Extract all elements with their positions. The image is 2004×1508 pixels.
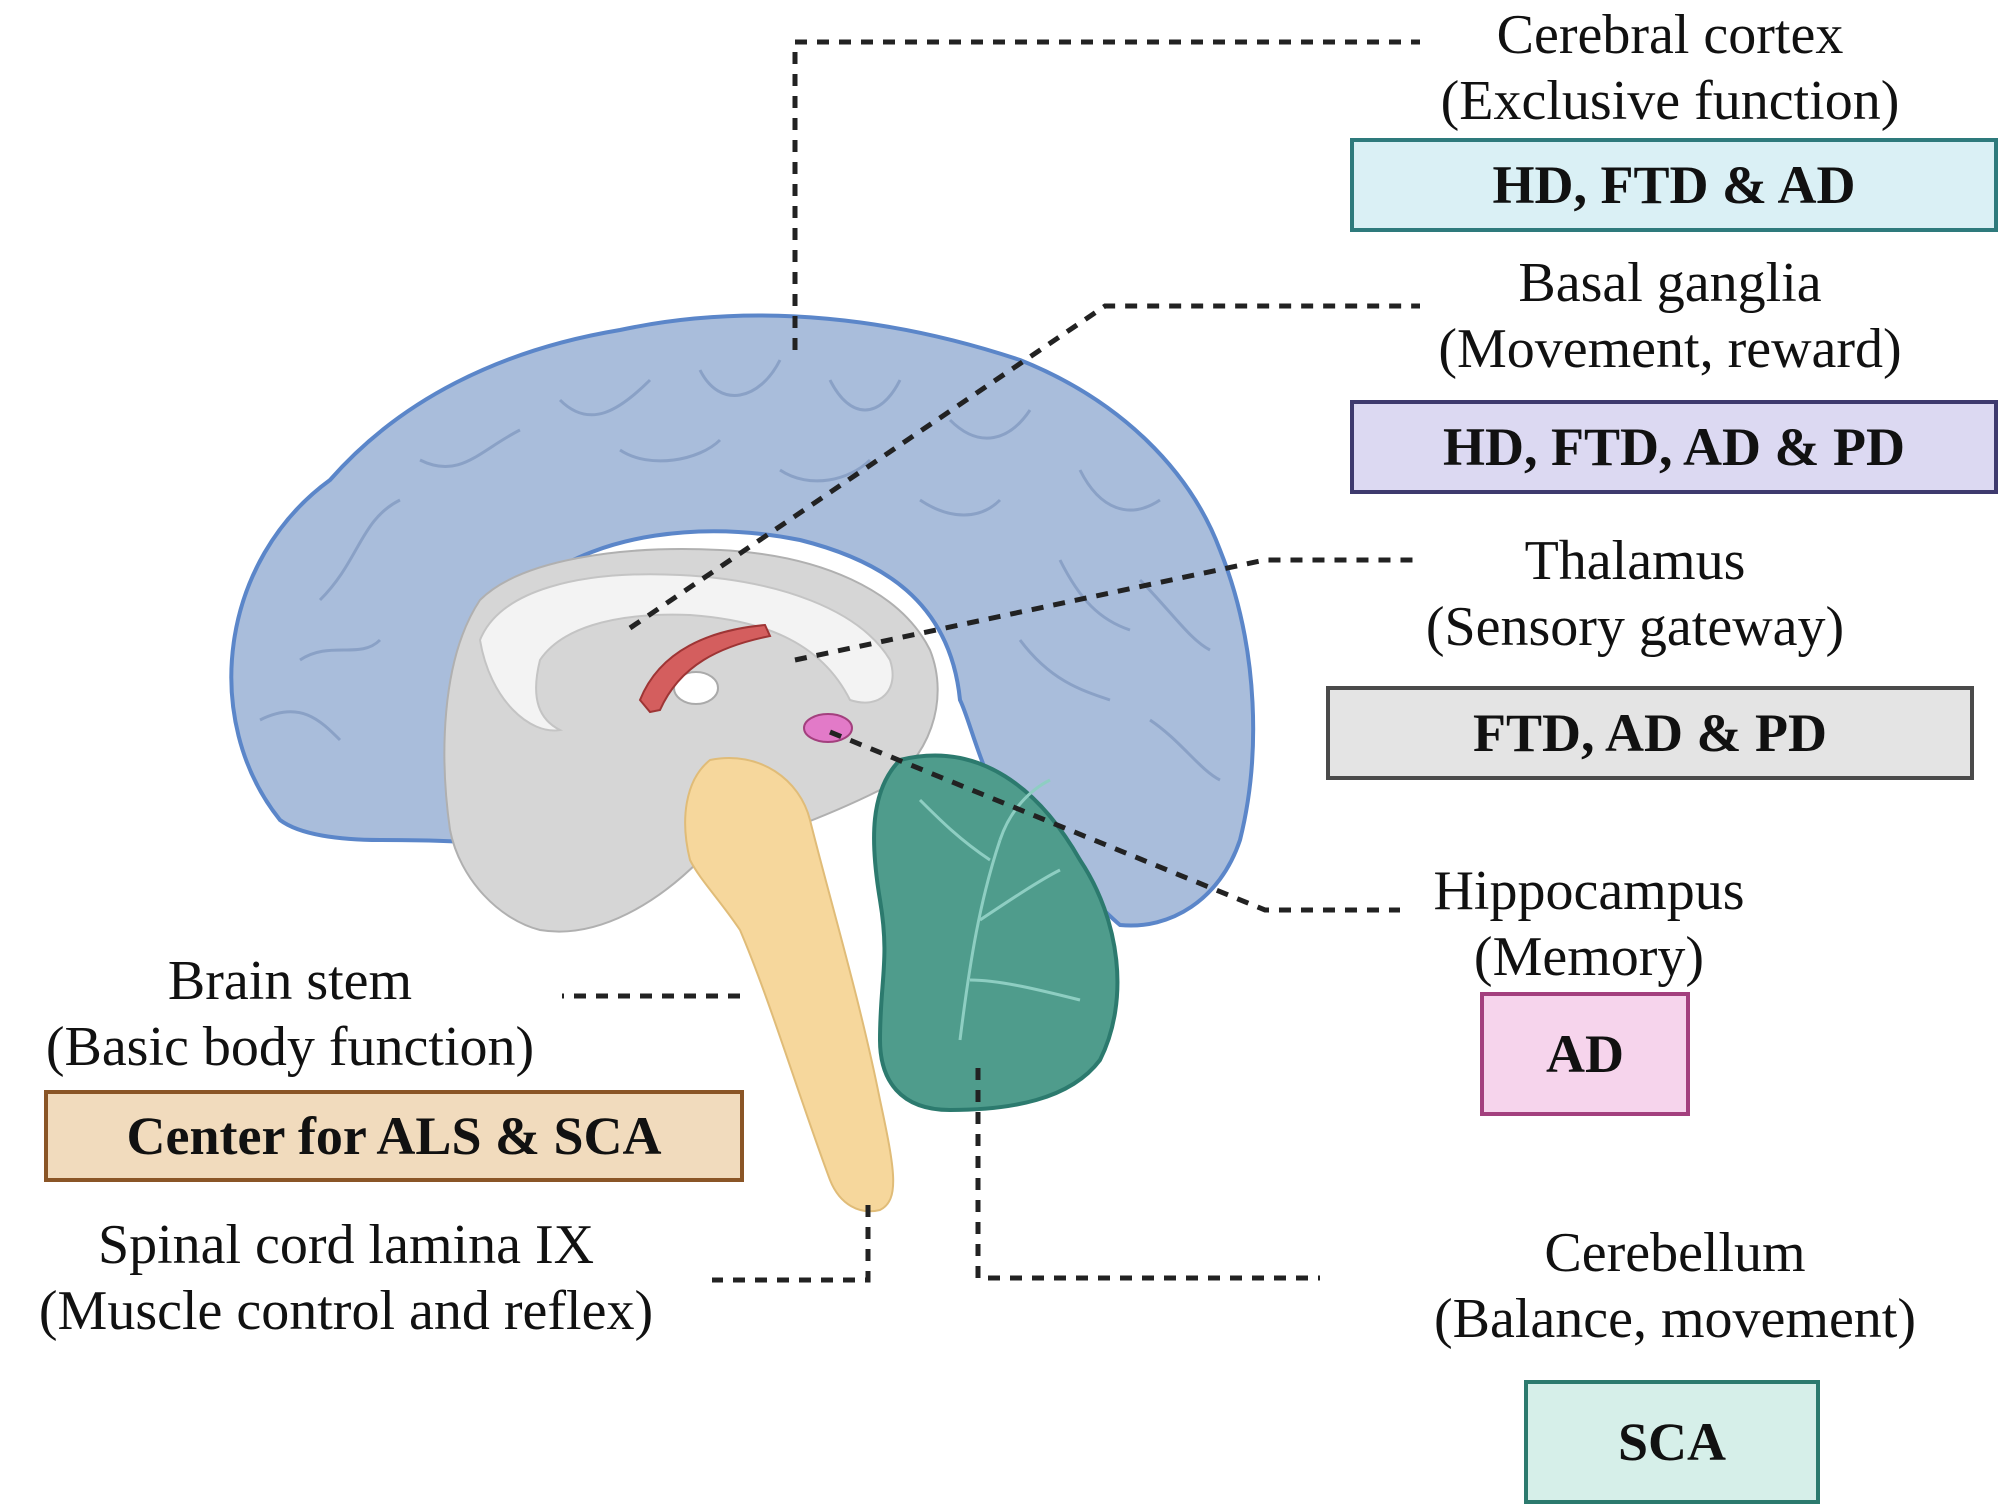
brain-stem-name: Brain stem (167, 950, 413, 1012)
thalamus-name: Thalamus (1524, 530, 1746, 592)
cortex-gyri-lines (259, 359, 1221, 782)
basal-ganglia-function: (Movement, reward) (1438, 318, 1902, 380)
cerebellum-shape (872, 753, 1120, 1113)
brain-stem-label: Brain stem (Basic body function) (10, 948, 570, 1080)
cerebellum-branches (918, 778, 1081, 1041)
white-matter-arch (478, 573, 894, 732)
hippocampus-label: Hippocampus (Memory) (1404, 858, 1774, 990)
hippocampus-function: (Memory) (1473, 926, 1705, 988)
spinal-cord-function: (Muscle control and reflex) (38, 1280, 654, 1342)
brain-stem-function: (Basic body function) (45, 1016, 535, 1078)
cortex-label: Cerebral cortex (Exclusive function) (1400, 2, 1940, 134)
spinal-cord-label: Spinal cord lamina IX (Muscle control an… (6, 1212, 686, 1344)
cortex-leader-line (792, 39, 1420, 350)
basal-ganglia-shape (638, 623, 772, 714)
hippocampus-shape (803, 713, 853, 743)
spinal-cord-name: Spinal cord lamina IX (97, 1214, 595, 1276)
brain-stem-disease-box: Center for ALS & SCA (44, 1090, 744, 1182)
hippocampus-leader-line (829, 729, 1400, 913)
basal-ganglia-leader-line (628, 303, 1420, 631)
basal-ganglia-disease-box: HD, FTD, AD & PD (1350, 400, 1998, 494)
hippocampus-disease-box: AD (1480, 992, 1690, 1116)
cortex-function: (Exclusive function) (1440, 70, 1900, 132)
spinal-cord-leader-line (712, 1205, 871, 1283)
cortex-disease-box: HD, FTD & AD (1350, 138, 1998, 232)
hippocampus-name: Hippocampus (1433, 860, 1745, 922)
basal-ganglia-label: Basal ganglia (Movement, reward) (1400, 250, 1940, 382)
cerebellum-name: Cerebellum (1544, 1222, 1806, 1284)
thalamus-disease-box: FTD, AD & PD (1326, 686, 1974, 780)
cerebellum-disease-box: SCA (1524, 1380, 1820, 1504)
brain-stem-shape (684, 757, 895, 1213)
thalamus-leader-line (794, 557, 1420, 663)
thalamus-function: (Sensory gateway) (1425, 596, 1845, 658)
cerebellum-function: (Balance, movement) (1433, 1288, 1916, 1350)
thalamus-label: Thalamus (Sensory gateway) (1400, 528, 1870, 660)
leader-lines (562, 39, 1420, 1283)
cortex-name: Cerebral cortex (1496, 4, 1844, 66)
cerebellum-leader-line (975, 1068, 1320, 1281)
basal-ganglia-name: Basal ganglia (1518, 252, 1822, 314)
cerebellum-label: Cerebellum (Balance, movement) (1400, 1220, 1950, 1352)
